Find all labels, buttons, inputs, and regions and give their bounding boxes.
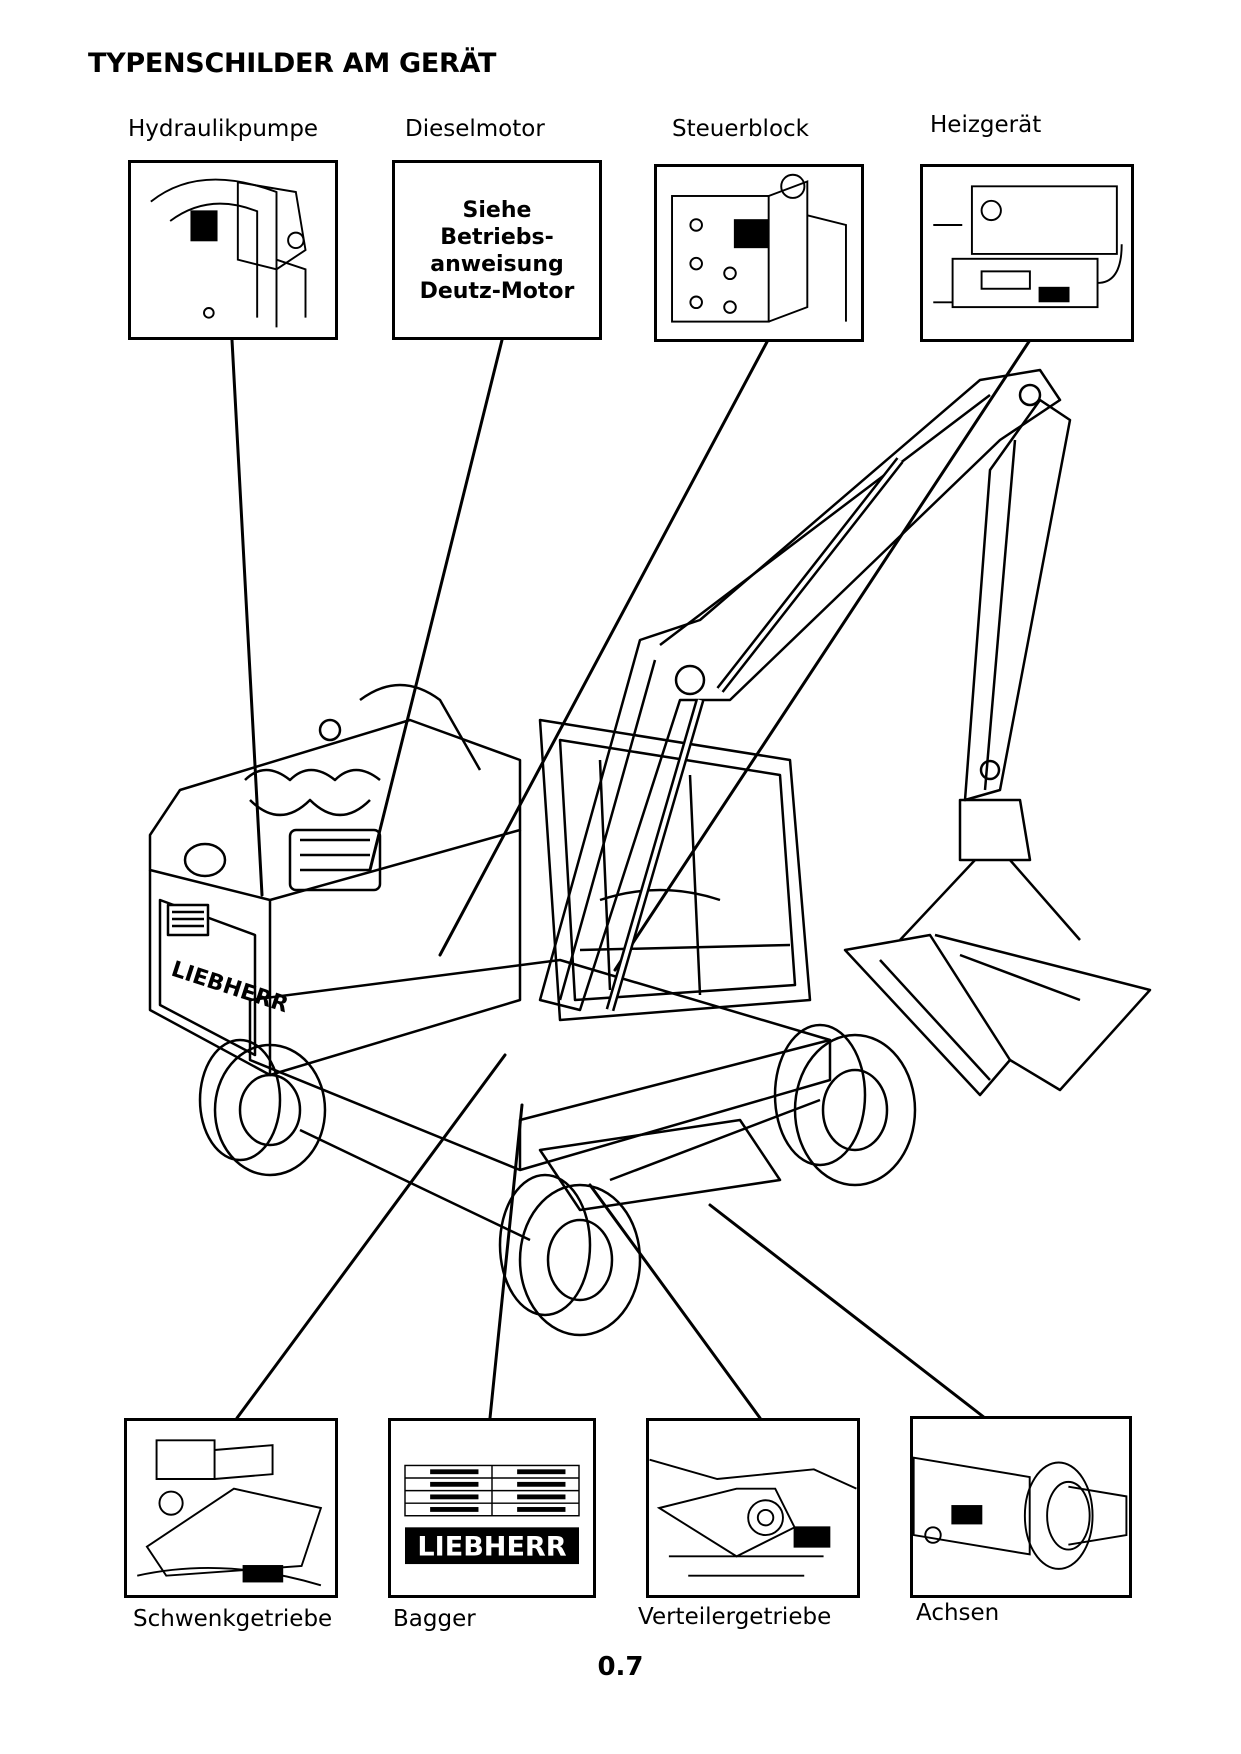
leader-line-verteilergetriebe bbox=[588, 1183, 762, 1420]
diesel-note: Siehe Betriebs- anweisung Deutz-Motor bbox=[395, 197, 599, 305]
leader-line-schwenkgetriebe bbox=[235, 1053, 507, 1420]
label-bagger: Bagger bbox=[393, 1606, 476, 1632]
detail-box-schwenkgetriebe bbox=[124, 1418, 338, 1598]
page-number: 0.7 bbox=[597, 1652, 644, 1682]
diesel-note-line: Deutz-Motor bbox=[419, 279, 575, 304]
detail-box-achsen bbox=[910, 1416, 1132, 1598]
leader-line-bagger bbox=[488, 1103, 524, 1420]
hydraulic-pump-drawing bbox=[150, 178, 307, 328]
label-verteilergetriebe: Verteilergetriebe bbox=[638, 1604, 832, 1630]
detail-box-heizgeraet bbox=[920, 164, 1134, 342]
excavator-body bbox=[148, 368, 1152, 1337]
detail-box-hydraulikpumpe bbox=[128, 160, 338, 340]
label-hydraulikpumpe: Hydraulikpumpe bbox=[128, 116, 319, 142]
leader-line-dieselmotor bbox=[368, 338, 504, 872]
control-block-drawing bbox=[671, 173, 847, 323]
leader-line-steuerblock bbox=[438, 338, 770, 957]
detail-box-bagger: LIEBHERR bbox=[388, 1418, 596, 1598]
axle-drawing bbox=[913, 1456, 1128, 1570]
diesel-note-line: anweisung bbox=[430, 252, 564, 277]
label-steuerblock: Steuerblock bbox=[672, 116, 809, 142]
detail-box-verteilergetriebe bbox=[646, 1418, 860, 1598]
leader-line-hydraulikpumpe bbox=[230, 338, 264, 897]
diesel-note-line: Betriebs- bbox=[440, 225, 554, 250]
heater-drawing bbox=[933, 185, 1123, 309]
page-title: TYPENSCHILDER AM GERÄT bbox=[88, 48, 497, 79]
excavator-type-plate: LIEBHERR bbox=[404, 1464, 580, 1565]
transfer-gearbox-drawing bbox=[649, 1458, 857, 1577]
detail-box-steuerblock bbox=[654, 164, 864, 342]
diesel-note-line: Siehe bbox=[462, 198, 532, 223]
slewing-gear-drawing bbox=[137, 1439, 323, 1587]
leader-line-heizgeraet bbox=[613, 338, 1032, 972]
detail-box-dieselmotor: Siehe Betriebs- anweisung Deutz-Motor bbox=[392, 160, 602, 340]
label-heizgeraet: Heizgerät bbox=[930, 112, 1042, 138]
label-schwenkgetriebe: Schwenkgetriebe bbox=[133, 1606, 333, 1632]
brand-logo: LIEBHERR bbox=[417, 1531, 566, 1562]
svg-text:LIEBHERR: LIEBHERR bbox=[168, 957, 291, 1018]
leader-line-achsen bbox=[708, 1203, 987, 1420]
label-dieselmotor: Dieselmotor bbox=[405, 116, 545, 142]
label-achsen: Achsen bbox=[916, 1600, 1000, 1626]
